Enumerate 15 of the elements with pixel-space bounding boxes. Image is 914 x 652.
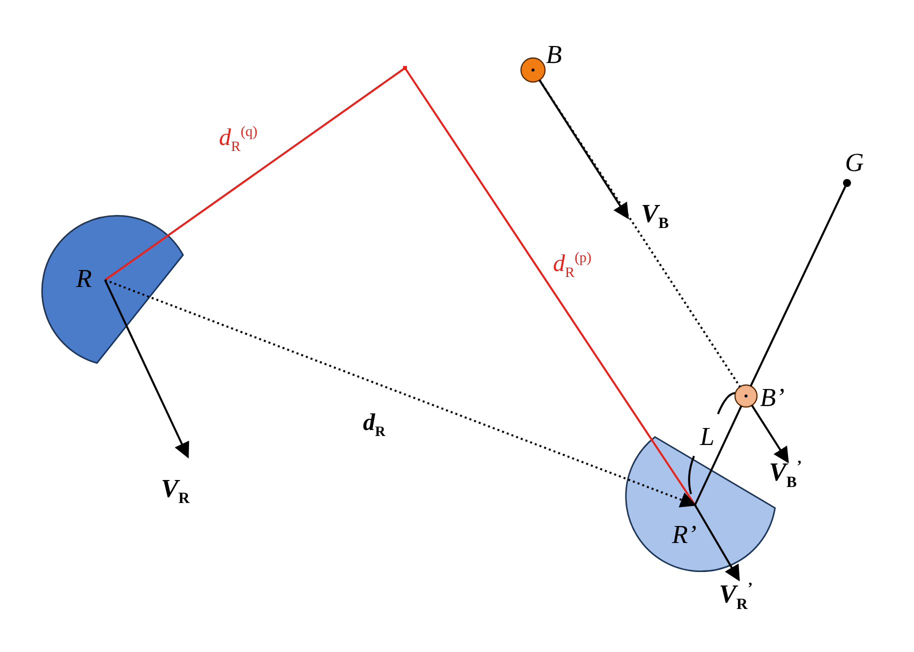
edge-label: V$_{R}$ <box>160 475 191 508</box>
arrow <box>751 404 789 464</box>
line <box>104 67 406 281</box>
line <box>750 186 846 386</box>
line <box>694 406 742 506</box>
ball: B’ <box>734 384 792 418</box>
dotted-line <box>104 279 696 508</box>
line-corner <box>403 66 407 70</box>
edge-label: V$_{B}$ <box>640 200 670 233</box>
arrow <box>694 504 740 582</box>
goal-point: G <box>840 148 870 188</box>
arrow <box>104 280 190 458</box>
line <box>404 67 696 506</box>
ball: B <box>520 40 568 84</box>
arrow <box>538 80 629 220</box>
